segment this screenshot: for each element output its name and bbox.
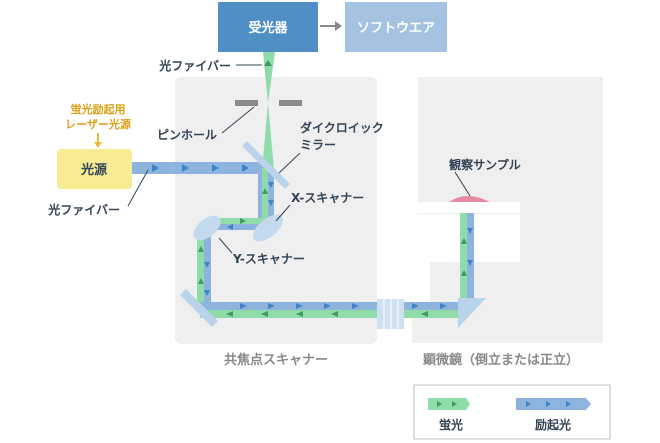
path-microscope-up [460,210,474,306]
optical-fiber-top-label: 光ファイバー [158,58,231,73]
path-y-scanner-down [197,226,211,310]
legend: 蛍光 励起光 [413,384,611,440]
software-box: ソフトウエア [345,2,447,52]
fluorescence-laser-source-label: 蛍光励起用 レーザー光源 [65,102,131,148]
dichroic-mirror-label-line-1: ダイクロイック [300,120,384,135]
confocal-scanner-panel [175,77,377,344]
fluorescence-up-arrows [262,60,272,194]
laser-source-line-1: 蛍光励起用 [71,102,126,116]
microscope-caption: 顕微鏡（倒立または正立） [423,352,579,368]
dichroic-mirror [242,141,290,189]
pinhole-label: ピンホール [157,128,217,142]
dichroic-mirror-label-line-2: ミラー [300,138,336,152]
light-source-box: 光源 [57,149,132,189]
software-label: ソフトウエア [357,21,435,36]
confocal-scanner-caption: 共焦点スキャナー [224,352,328,368]
x-scanner-label: X-スキャナー [291,191,364,205]
pinhole [235,100,302,106]
coupling-connector [377,299,404,329]
optical-fiber-bottom-label: 光ファイバー [47,202,120,217]
excitation-down-arrows [268,182,274,206]
detector-label: 受光器 [248,20,288,36]
xy-path-arrows [227,218,246,230]
light-source-label: 光源 [80,162,107,178]
microscope-prism [458,298,486,328]
legend-fluorescence-swatch [428,398,470,410]
laser-source-line-2: レーザー光源 [65,117,131,131]
y-down-arrows [198,246,210,296]
legend-fluorescence-label: 蛍光 [439,417,463,432]
bottom-left-mirror [180,289,218,327]
observation-sample-label: 観察サンプル [449,157,521,172]
leader-lines [127,64,471,254]
microscope-up-arrows [461,228,473,276]
arrow-detector-to-software [320,21,342,31]
combined-path-to-xscanner [262,168,274,224]
sample-stage [418,196,520,213]
excitation-input-arrows [152,164,249,172]
y-scanner-label: Y-スキャナー [232,252,305,266]
x-scanner-mirror [253,214,283,242]
microscope-path-excitation-arrows [240,303,447,309]
legend-excitation-swatch [516,398,591,410]
detector-box: 受光器 [218,2,318,52]
microscope-path-fluorescence-arrows [226,311,428,317]
y-scanner-mirror [193,215,221,241]
legend-excitation-label: 励起光 [535,417,571,432]
